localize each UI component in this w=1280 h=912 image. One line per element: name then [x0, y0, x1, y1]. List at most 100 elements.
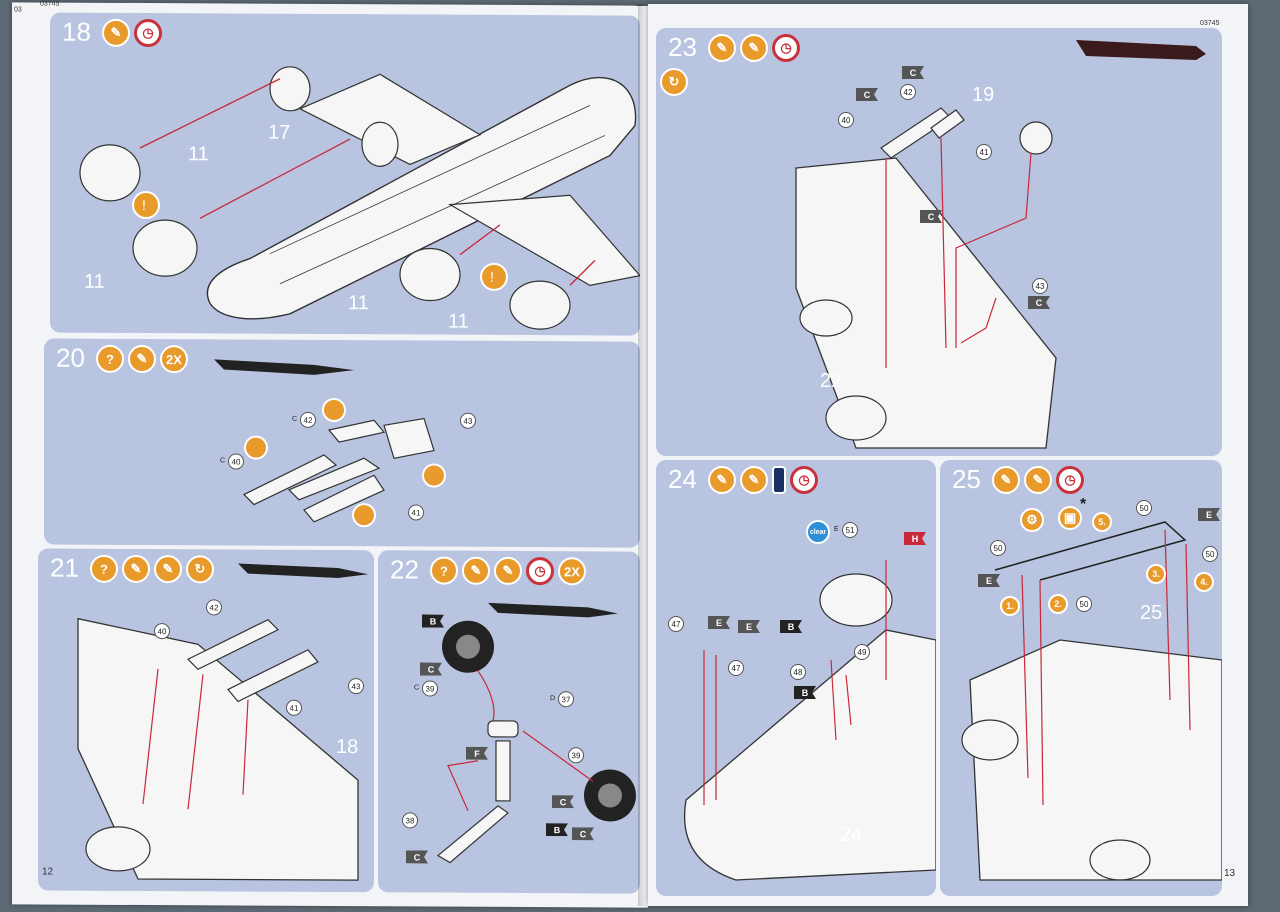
step-number: 24: [668, 464, 697, 494]
part-50: 50: [1136, 500, 1152, 516]
antenna-wire-drawing: [961, 521, 1222, 881]
part-42: 42: [300, 411, 316, 428]
sprue-flag-c: C: [902, 66, 924, 79]
sprue-flag-h: H: [904, 532, 926, 545]
rotate-icon: ↻: [660, 68, 688, 96]
corner-code: 03: [14, 6, 22, 14]
sprue-prefix: C: [292, 415, 298, 423]
left-page: 03 03745 18 ✎ ◷ ! !: [12, 0, 648, 908]
step-21-panel: 21 ? ✎ ✎ ↻ 18 42 40 43 41: [38, 548, 374, 893]
step-23-panel: 23 ✎ ✎ ◷ ↻ 19 22 C C 42 40 41 C 43: [656, 28, 1222, 456]
part-label: 18: [336, 736, 359, 759]
part-label: 11: [188, 143, 209, 166]
exclaim-icon: !: [490, 269, 494, 285]
landing-gear-drawing: [436, 602, 636, 864]
glue-bottle-icon: [772, 466, 786, 494]
page-number: 13: [1224, 868, 1236, 879]
sprue-prefix: C: [220, 457, 226, 465]
glue-icon: ✎: [1024, 466, 1052, 494]
part-label: 22: [820, 370, 843, 392]
sprue-flag-c: C: [1028, 296, 1050, 309]
part-label: 25: [1140, 602, 1163, 624]
step-22-panel: 22 ? ✎ ✎ ◷ 2X B C C 39 D 37 39 F: [378, 550, 640, 894]
wing-underside-drawing: [795, 40, 1206, 449]
clear-paint-icon: clear: [806, 520, 830, 544]
part-label: 11: [348, 292, 369, 315]
header-code: 03745: [1200, 20, 1220, 27]
order-2: 2.: [1048, 594, 1068, 614]
sprue-flag-e: E: [1198, 508, 1220, 521]
knife-icon: ✎: [708, 466, 736, 494]
step-icons: ✎ ✎ ◷: [708, 466, 818, 494]
knife-icon: ✎: [708, 34, 736, 62]
tweezers-icon: ⚙: [1020, 508, 1044, 532]
wing-parts-drawing: [214, 359, 446, 528]
sprue-flag-b: B: [780, 620, 802, 633]
sprue-flag-b: B: [794, 686, 816, 699]
part-49: 49: [854, 644, 870, 660]
order-5: 5.: [1092, 512, 1112, 532]
step-24-panel: 24 ✎ ✎ ◷ 24 clear E 51 H 47 E E 47 B 48 …: [656, 460, 936, 896]
part-42: 42: [900, 84, 916, 100]
part-label: 11: [448, 310, 469, 333]
sprue-prefix-d: D: [550, 695, 556, 703]
fuselage-drawing: ! !: [79, 66, 640, 330]
header-code: 03745: [40, 0, 60, 8]
part-40: 40: [838, 112, 854, 128]
clock-icon: ◷: [772, 34, 800, 62]
part-label: 11: [84, 270, 105, 293]
part-47: 47: [668, 616, 684, 632]
glue-icon: ✎: [740, 34, 768, 62]
knife-icon: ✎: [992, 466, 1020, 494]
wire-icon: ▣: [1058, 506, 1082, 530]
part-50: 50: [990, 540, 1006, 556]
part-43: 43: [460, 412, 476, 429]
step-20-panel: 20 ? ✎ 2X C 42 43 C 40 41: [44, 338, 640, 548]
part-39: 39: [568, 747, 584, 764]
sprue-flag-e: E: [738, 620, 760, 633]
part-label: 19: [972, 84, 995, 106]
part-39: 39: [422, 680, 438, 697]
part-43: 43: [348, 678, 364, 695]
part-50: 50: [1076, 596, 1092, 612]
part-48: 48: [790, 664, 806, 680]
part-label: 24: [840, 824, 863, 846]
exclaim-icon: !: [142, 197, 146, 213]
part-40: 40: [228, 453, 244, 470]
sprue-flag-c: C: [920, 210, 942, 223]
step-icons: ✎ ✎ ◷: [992, 466, 1084, 494]
step-number: 25: [952, 464, 981, 494]
order-1: 1.: [1000, 596, 1020, 616]
wing-assembly-drawing: [77, 563, 368, 881]
right-page: 03745 23 ✎ ✎ ◷ ↻ 19 22 C C 42 40: [648, 4, 1248, 906]
clock-icon: ◷: [1056, 466, 1084, 494]
part-38: 38: [402, 812, 418, 829]
part-label: 17: [268, 121, 291, 144]
part-37: 37: [558, 691, 574, 708]
part-51: 51: [842, 522, 858, 538]
order-4: 4.: [1194, 572, 1214, 592]
step-25-panel: 25 ✎ ✎ ◷ 25 ⚙ ▣ * 5. 50 E 50 50 E 3. 4. …: [940, 460, 1222, 896]
part-50: 50: [1202, 546, 1218, 562]
sprue-prefix: C: [414, 684, 420, 692]
asterisk-note: *: [1080, 496, 1087, 513]
step-icons: ✎ ✎ ◷: [708, 34, 800, 62]
part-43: 43: [1032, 278, 1048, 294]
glue-icon: ✎: [740, 466, 768, 494]
page-number: 12: [42, 866, 54, 878]
clock-icon: ◷: [790, 466, 818, 494]
nose-underside-drawing: [684, 560, 936, 881]
part-40: 40: [154, 623, 170, 640]
order-3: 3.: [1146, 564, 1166, 584]
part-47: 47: [728, 660, 744, 676]
part-42: 42: [206, 599, 222, 616]
step-number: 23: [668, 32, 697, 62]
step-18-panel: 18 ✎ ◷ ! ! 17 11 11: [50, 12, 640, 336]
part-41: 41: [408, 504, 424, 521]
sprue-flag-e: E: [708, 616, 730, 629]
sprue-flag-c: C: [856, 88, 878, 101]
sprue-prefix-e: E: [834, 526, 839, 533]
sprue-flag-e: E: [978, 574, 1000, 587]
part-41: 41: [976, 144, 992, 160]
part-41: 41: [286, 699, 302, 716]
